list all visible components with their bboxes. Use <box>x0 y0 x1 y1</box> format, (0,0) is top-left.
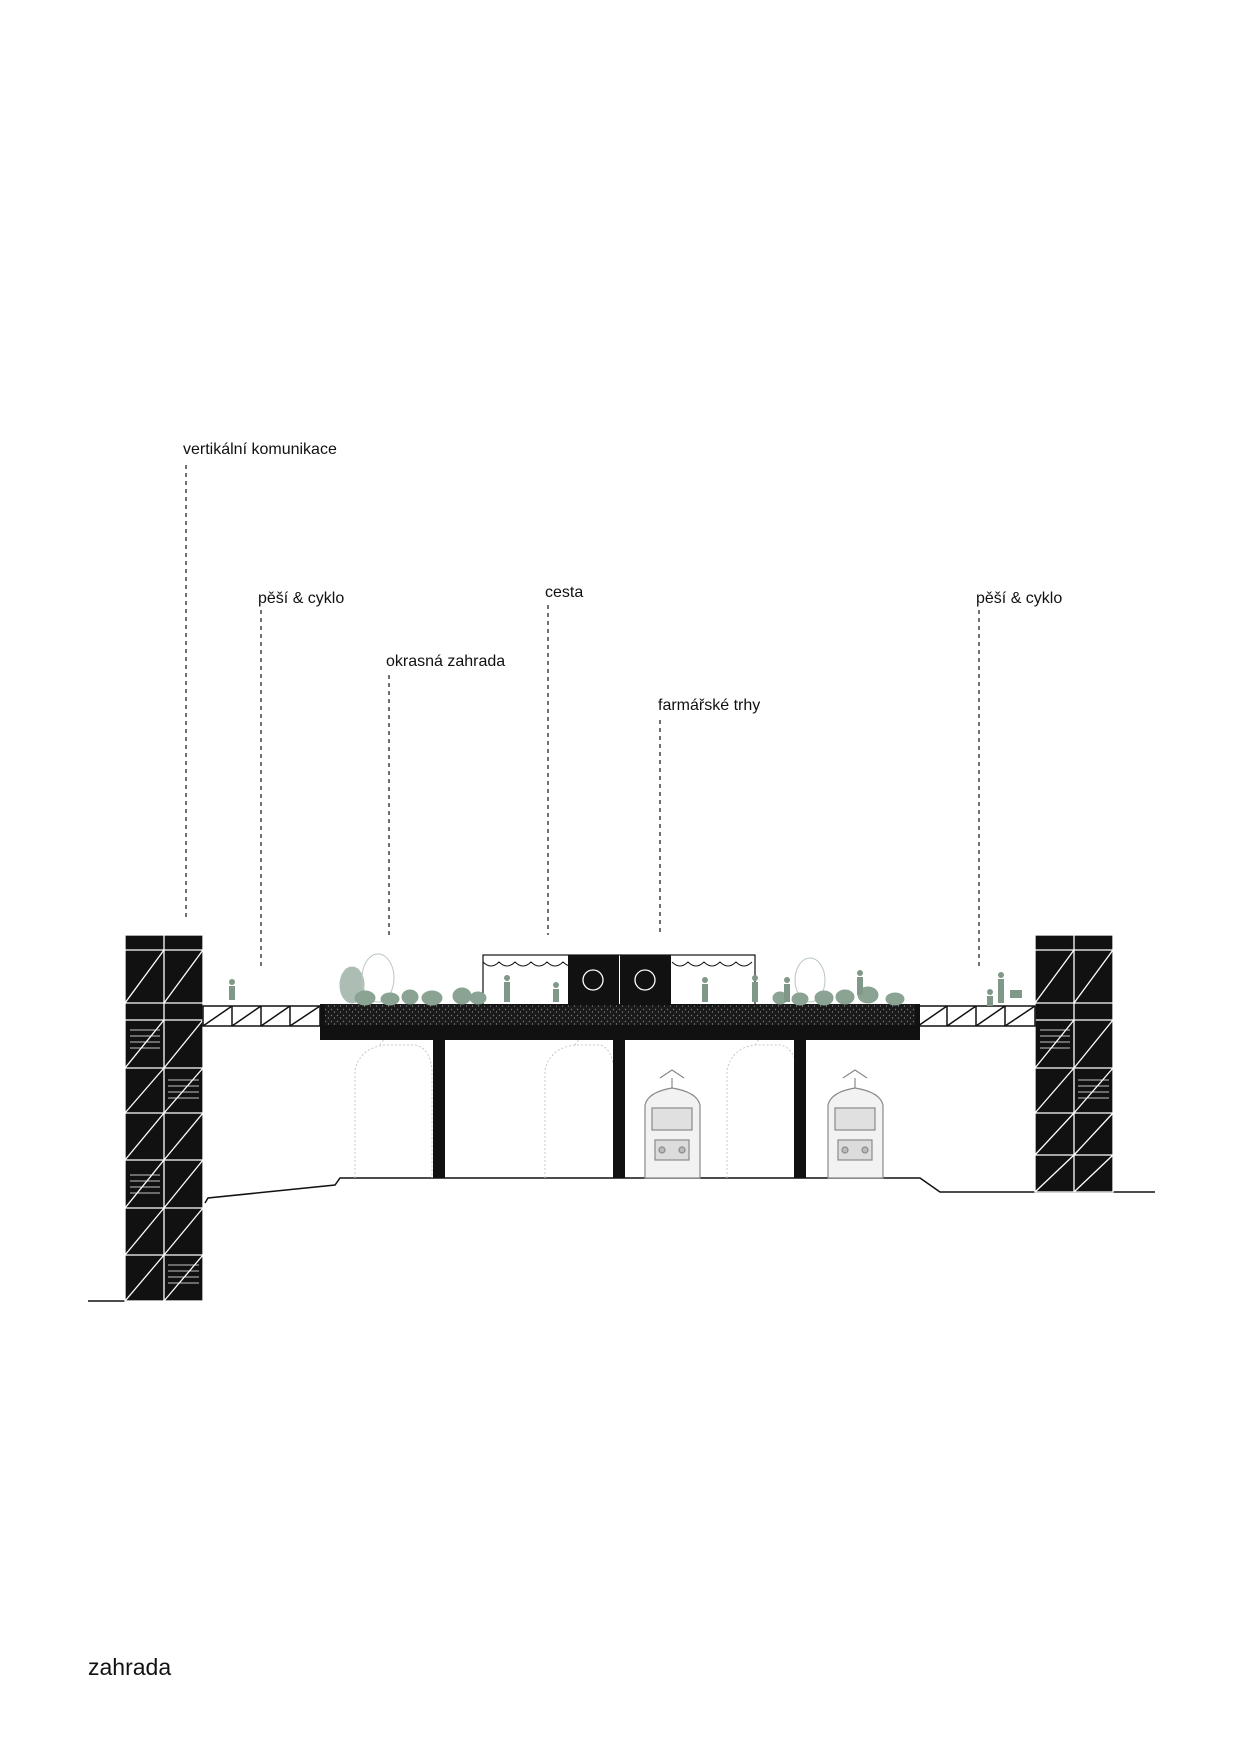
vegetation <box>339 953 905 1006</box>
label-ped-cycle-right: pěší & cyklo <box>976 590 1063 607</box>
people <box>229 970 1022 1006</box>
label-farmers-market: farmářské trhy <box>658 697 761 714</box>
leader-lines <box>185 465 980 968</box>
ground-line <box>88 1177 1155 1302</box>
label-vertical-circulation: vertikální komunikace <box>183 441 337 458</box>
train-left <box>644 1069 701 1179</box>
ghost-trains <box>354 1029 798 1178</box>
left-tower <box>124 934 204 1302</box>
label-ped-cycle-left: pěší & cyklo <box>258 590 345 607</box>
right-tower <box>1034 934 1114 1193</box>
sheet-title: zahrada <box>88 1654 172 1680</box>
train-right <box>827 1069 884 1179</box>
columns <box>433 1040 806 1178</box>
label-ornamental-garden: okrasná zahrada <box>386 653 506 670</box>
main-deck <box>320 1004 920 1040</box>
label-path: cesta <box>545 584 584 601</box>
market-pavilion <box>482 954 756 1006</box>
walkway-left <box>202 1005 321 1027</box>
walkway-right <box>917 1005 1036 1027</box>
